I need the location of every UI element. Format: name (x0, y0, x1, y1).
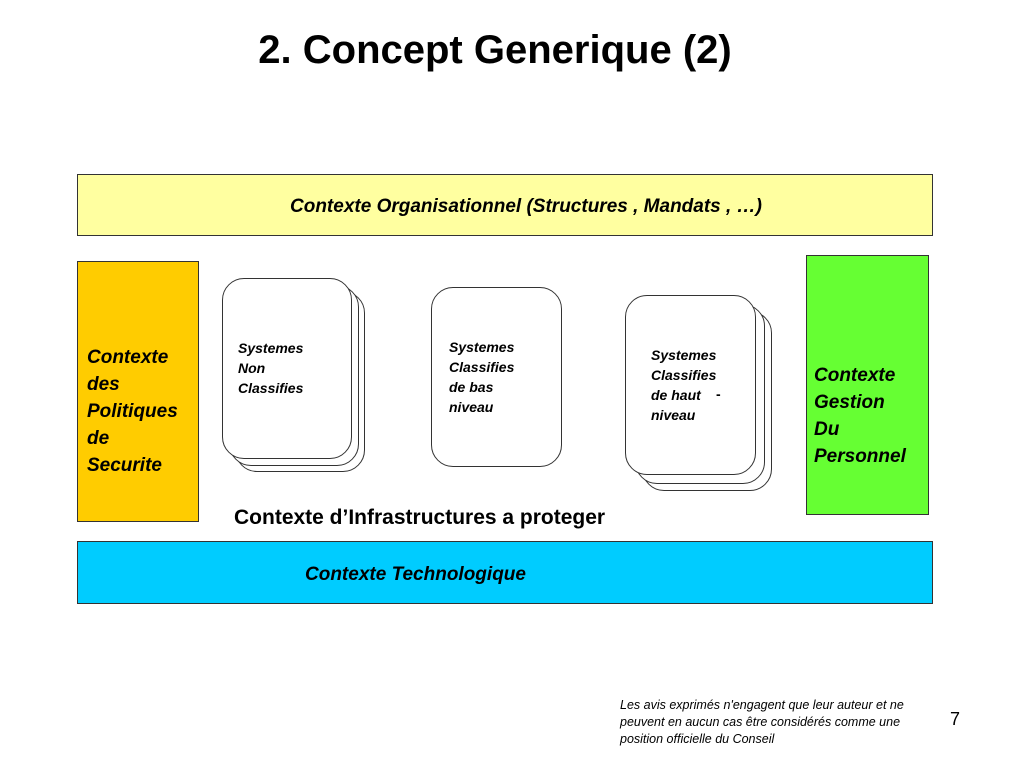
org-context-box: Contexte Organisationnel (Structures , M… (77, 174, 933, 236)
tech-context-box: Contexte Technologique (77, 541, 933, 604)
disclaimer-text: Les avis exprimés n'engagent que leur au… (620, 698, 904, 746)
politiques-context-box: Contexte des Politiques de Securite (77, 261, 199, 522)
tech-context-label: Contexte Technologique (305, 564, 526, 585)
page-number: 7 (950, 709, 961, 729)
infra-context-label: Contexte d’Infrastructures a proteger (234, 506, 606, 529)
personnel-context-label: Contexte Gestion Du Personnel (814, 365, 906, 467)
personnel-context-box: Contexte Gestion Du Personnel (806, 255, 929, 515)
org-context-label: Contexte Organisationnel (Structures , M… (290, 196, 762, 217)
systems-haut-niveau-label: Systemes Classifies de haut niveau (651, 347, 717, 423)
systems-non-classifies-card: Systemes Non Classifies (222, 278, 352, 459)
haut-niveau-dash-mark: - (716, 386, 721, 402)
systems-bas-niveau-label: Systemes Classifies de bas niveau (449, 339, 515, 415)
systems-non-classifies-label: Systemes Non Classifies (238, 340, 304, 396)
systems-bas-niveau-card: Systemes Classifies de bas niveau (431, 287, 562, 467)
systems-haut-niveau-card: Systemes Classifies de haut niveau (625, 295, 756, 475)
politiques-context-label: Contexte des Politiques de Securite (87, 347, 178, 476)
slide-title: 2. Concept Generique (2) (258, 28, 732, 72)
